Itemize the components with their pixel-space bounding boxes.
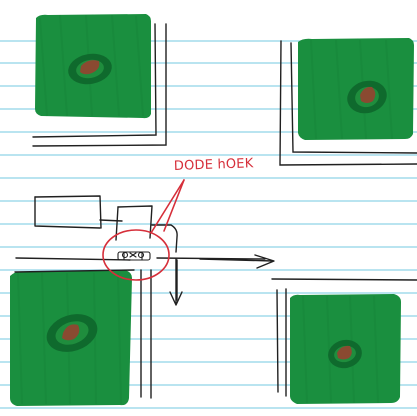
- blind-spot-highlight: [103, 180, 184, 280]
- arrow-right-icon: [200, 255, 274, 268]
- car-icon: [118, 252, 150, 260]
- arrow-down-icon: [170, 259, 182, 305]
- annotation-label: DODE hOEK: [174, 156, 254, 174]
